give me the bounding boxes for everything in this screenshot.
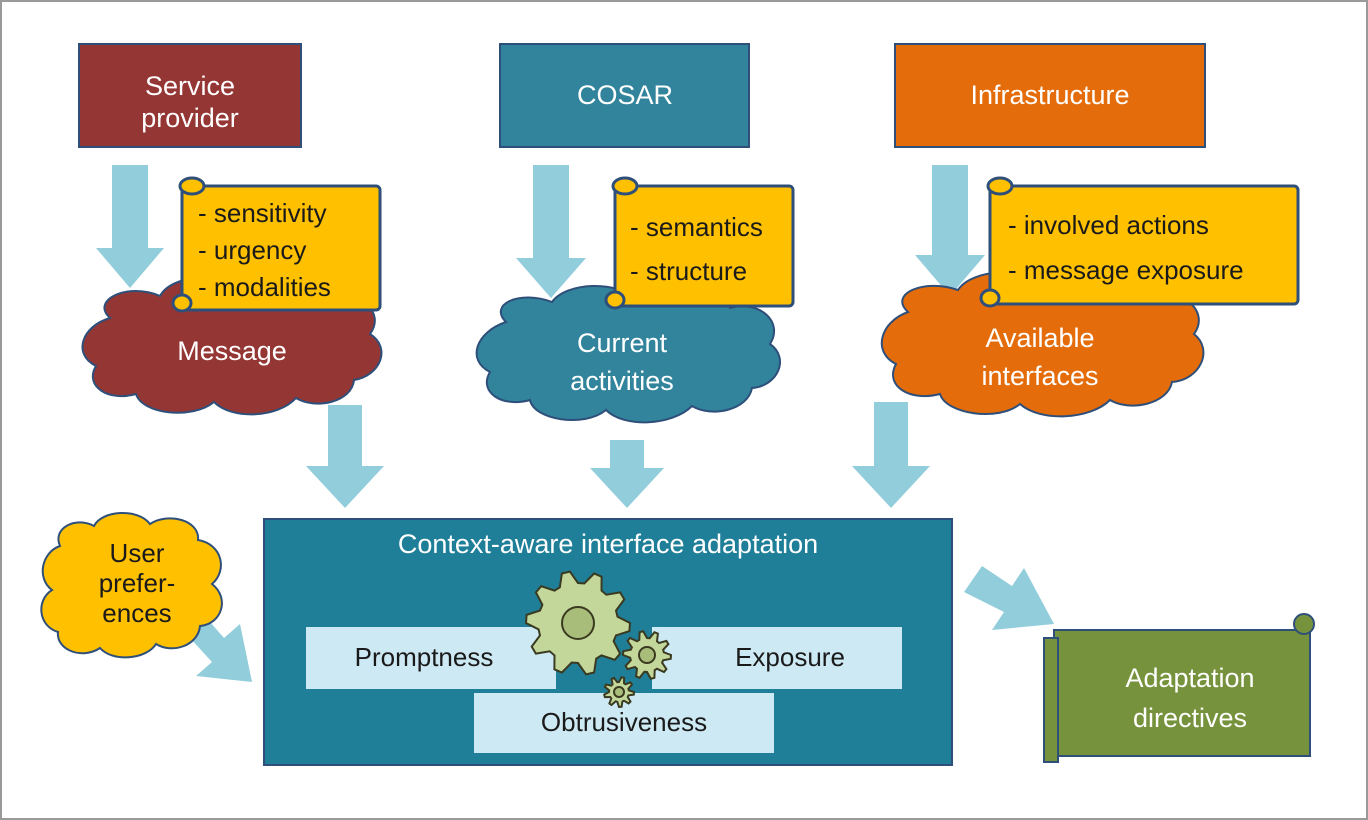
exposure-label: Exposure bbox=[735, 642, 845, 672]
scroll-roll-top bbox=[178, 176, 206, 196]
interface-attributes-scroll: - involved actions - message exposure bbox=[979, 176, 1300, 308]
small-gear-icon-hub bbox=[613, 686, 625, 698]
infrastructure-label: Infrastructure bbox=[970, 80, 1129, 110]
arrow-activities-to-adaptation bbox=[590, 440, 664, 508]
arrow-interfaces-to-adaptation bbox=[852, 402, 930, 508]
promptness-label: Promptness bbox=[355, 642, 494, 672]
scroll-line: - message exposure bbox=[1008, 255, 1244, 285]
large-gear-icon-hub bbox=[561, 606, 595, 640]
obtrusiveness-box bbox=[474, 693, 774, 753]
arrow-cosar-to-activities bbox=[516, 165, 586, 298]
arrow-message-to-adaptation bbox=[306, 405, 384, 508]
scroll-roll-top bbox=[611, 176, 639, 196]
arrow-preferences-to-adaptation bbox=[190, 614, 252, 682]
scroll-roll-bottom bbox=[979, 288, 1001, 308]
message-attributes-scroll: - sensitivity - urgency - modalities bbox=[171, 176, 382, 313]
cosar-label: COSAR bbox=[577, 80, 673, 110]
service-provider-box bbox=[78, 43, 302, 148]
scroll-roll-bottom bbox=[171, 293, 193, 313]
scroll-roll-top bbox=[986, 176, 1014, 196]
activity-attributes-scroll: - semantics - structure bbox=[604, 176, 795, 310]
gears-icon bbox=[524, 570, 673, 709]
directives-body bbox=[1053, 629, 1311, 757]
adaptation-title: Context-aware interface adaptation bbox=[398, 529, 818, 559]
arrow-provider-to-message bbox=[96, 165, 164, 288]
message-cloud-label: Message bbox=[177, 336, 287, 366]
scroll-body bbox=[988, 184, 1300, 306]
user-preferences-cloud-shape bbox=[40, 511, 223, 659]
scroll-body bbox=[180, 184, 382, 312]
activity-attributes-text: - semantics - structure bbox=[630, 212, 763, 286]
promptness-box bbox=[306, 627, 556, 689]
interface-attributes-text: - involved actions - message exposure bbox=[1008, 210, 1244, 285]
cosar-box bbox=[499, 43, 750, 148]
medium-gear-icon-hub bbox=[638, 646, 656, 664]
scroll-body bbox=[613, 184, 795, 308]
scroll-line: - sensitivity bbox=[198, 198, 327, 228]
directives-roll-right bbox=[1293, 613, 1315, 635]
exposure-box bbox=[652, 627, 902, 689]
obtrusiveness-label: Obtrusiveness bbox=[541, 707, 707, 737]
scroll-line: - urgency bbox=[198, 235, 306, 265]
directives-roll-left bbox=[1043, 637, 1059, 763]
scroll-line: - structure bbox=[630, 256, 747, 286]
scroll-line: - modalities bbox=[198, 272, 331, 302]
message-attributes-text: - sensitivity - urgency - modalities bbox=[198, 198, 331, 302]
scroll-line: - semantics bbox=[630, 212, 763, 242]
arrow-adaptation-to-directives bbox=[964, 566, 1054, 630]
arrow-infrastructure-to-interfaces bbox=[915, 165, 985, 296]
scroll-roll-bottom bbox=[604, 290, 626, 310]
activities-cloud-shape bbox=[475, 284, 781, 424]
infrastructure-box bbox=[894, 43, 1206, 148]
scroll-line: - involved actions bbox=[1008, 210, 1209, 240]
